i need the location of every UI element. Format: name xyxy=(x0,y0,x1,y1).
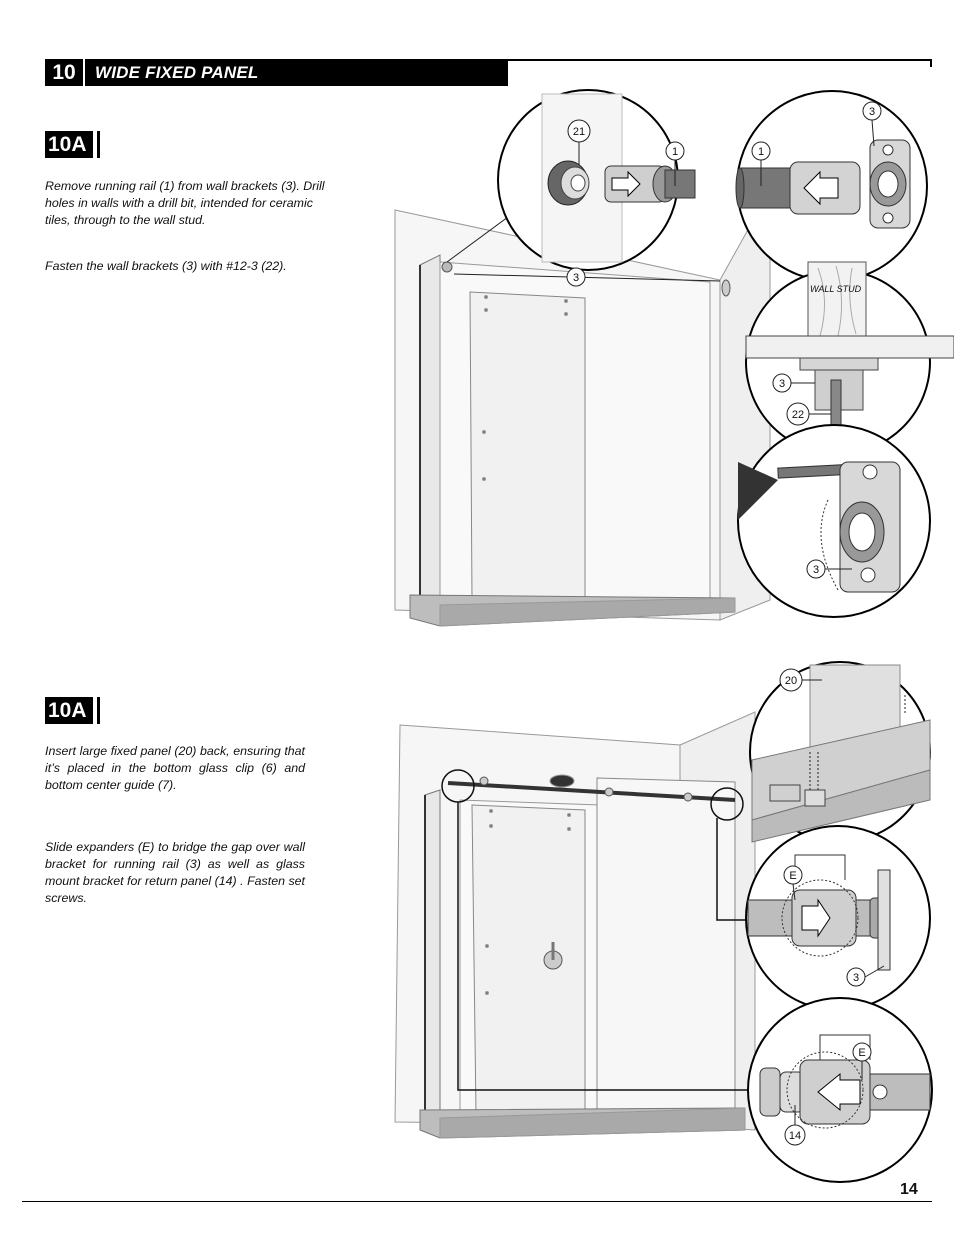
detail-circle-expander-rail xyxy=(745,825,931,1011)
shower-enclosure-bottom xyxy=(394,711,756,1139)
header-rule xyxy=(508,59,932,61)
top-callouts: 21 1 1 3 3 3 22 3 WALL STUD xyxy=(566,101,882,579)
header-tick xyxy=(930,59,932,67)
callout-1a: 1 xyxy=(672,146,678,158)
callout-3: 3 xyxy=(853,972,859,984)
section-top-instruction-1: Remove running rail (1) from wall bracke… xyxy=(45,179,325,227)
page-number: 14 xyxy=(900,1181,918,1198)
wall-stud-label: WALL STUD xyxy=(810,284,862,294)
callout-21: 21 xyxy=(573,126,585,138)
section-top-badge: 10A xyxy=(45,131,100,158)
step-number: 10 xyxy=(45,59,85,86)
shower-enclosure-top xyxy=(394,188,771,627)
section-top-instruction-2: Fasten the wall brackets (3) with #12-3 … xyxy=(45,259,287,273)
callout-E2: E xyxy=(858,1047,865,1059)
section-bottom-instruction-2: Slide expanders (E) to bridge the gap ov… xyxy=(45,840,305,905)
section-top-bar xyxy=(97,131,100,158)
section-bottom-bar xyxy=(97,697,100,724)
detail-circle-expander-glass-mount xyxy=(747,997,933,1183)
callout-1b: 1 xyxy=(758,146,764,158)
section-bottom-instruction-1: Insert large fixed panel (20) back, ensu… xyxy=(45,744,305,792)
bottom-illustration: 20 E 3 E 14 xyxy=(394,661,933,1183)
section-top-label: 10A xyxy=(45,131,93,158)
bottom-callouts: 20 E 3 E 14 xyxy=(779,668,885,1146)
top-illustration: 21 1 1 3 3 3 22 3 WALL STUD xyxy=(394,89,954,627)
callout-3b: 3 xyxy=(573,272,579,284)
footer-rule xyxy=(22,1201,932,1202)
callout-3d: 3 xyxy=(813,564,819,576)
callout-22: 22 xyxy=(792,409,804,421)
callout-14: 14 xyxy=(789,1130,801,1142)
detail-circle-rail-removal xyxy=(497,89,696,271)
callout-E1: E xyxy=(789,870,796,882)
detail-circle-screwdriver xyxy=(737,424,931,618)
detail-circle-fixed-panel xyxy=(749,661,931,843)
callout-3c: 3 xyxy=(779,378,785,390)
detail-circle-bracket xyxy=(735,90,928,282)
section-bottom-label: 10A xyxy=(45,697,93,724)
section-bottom-badge: 10A xyxy=(45,697,100,724)
step-title: WIDE FIXED PANEL xyxy=(95,62,259,82)
callout-3a: 3 xyxy=(869,106,875,118)
callout-20: 20 xyxy=(785,675,797,687)
step-header: 10 WIDE FIXED PANEL xyxy=(45,59,508,86)
